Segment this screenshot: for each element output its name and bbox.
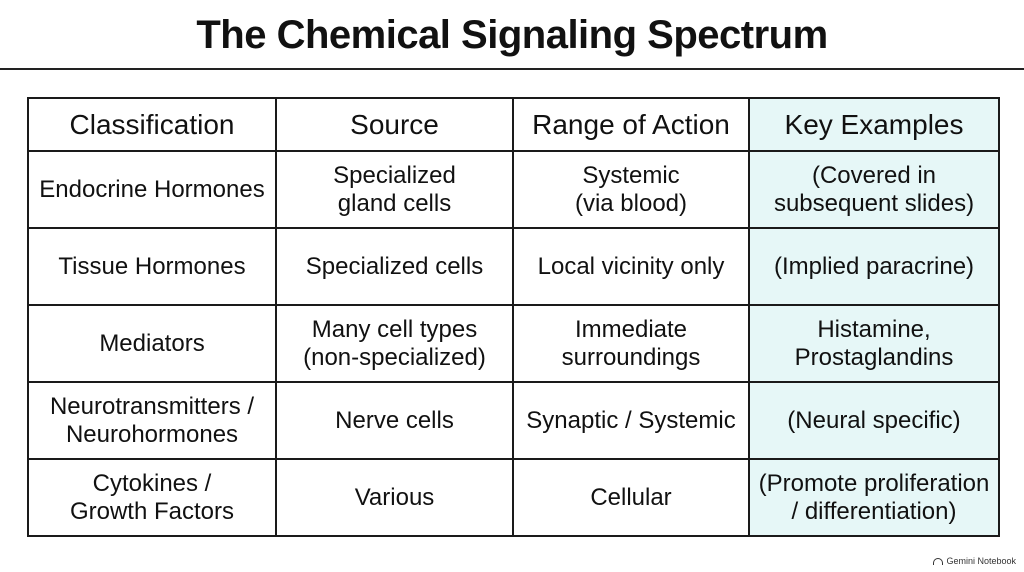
cell-range: Immediate surroundings [512,304,750,383]
table-row: Endocrine Hormones Specialized gland cel… [27,150,1000,229]
cell-classification: Cytokines / Growth Factors [27,458,277,537]
cell-examples: (Covered in subsequent slides) [748,150,1000,229]
cell-source: Nerve cells [275,381,514,460]
cell-examples: (Promote proliferation / differentiation… [748,458,1000,537]
table-row: Tissue Hormones Specialized cells Local … [27,227,1000,306]
cell-classification: Neurotransmitters / Neurohormones [27,381,277,460]
cell-source: Various [275,458,514,537]
cell-range: Synaptic / Systemic [512,381,750,460]
cell-classification: Endocrine Hormones [27,150,277,229]
header-classification: Classification [27,97,277,152]
cell-source: Specialized cells [275,227,514,306]
cell-examples: (Implied paracrine) [748,227,1000,306]
footer-brand: Gemini Notebook [933,556,1016,566]
cell-source: Specialized gland cells [275,150,514,229]
page-title: The Chemical Signaling Spectrum [196,13,828,57]
table-row: Mediators Many cell types (non-specializ… [27,304,1000,383]
cell-range: Cellular [512,458,750,537]
cell-range: Systemic (via blood) [512,150,750,229]
table-header-row: Classification Source Range of Action Ke… [27,97,1000,152]
header-source: Source [275,97,514,152]
footer-label: Gemini Notebook [946,556,1016,566]
cell-source: Many cell types (non-specialized) [275,304,514,383]
header-key-examples: Key Examples [748,97,1000,152]
notebook-logo-icon [933,557,944,565]
cell-examples: (Neural specific) [748,381,1000,460]
cell-range: Local vicinity only [512,227,750,306]
header-range-of-action: Range of Action [512,97,750,152]
table-row: Cytokines / Growth Factors Various Cellu… [27,458,1000,537]
cell-classification: Mediators [27,304,277,383]
table-row: Neurotransmitters / Neurohormones Nerve … [27,381,1000,460]
signaling-table: Classification Source Range of Action Ke… [27,97,1000,537]
title-divider [0,68,1024,70]
cell-classification: Tissue Hormones [27,227,277,306]
cell-examples: Histamine, Prostaglandins [748,304,1000,383]
